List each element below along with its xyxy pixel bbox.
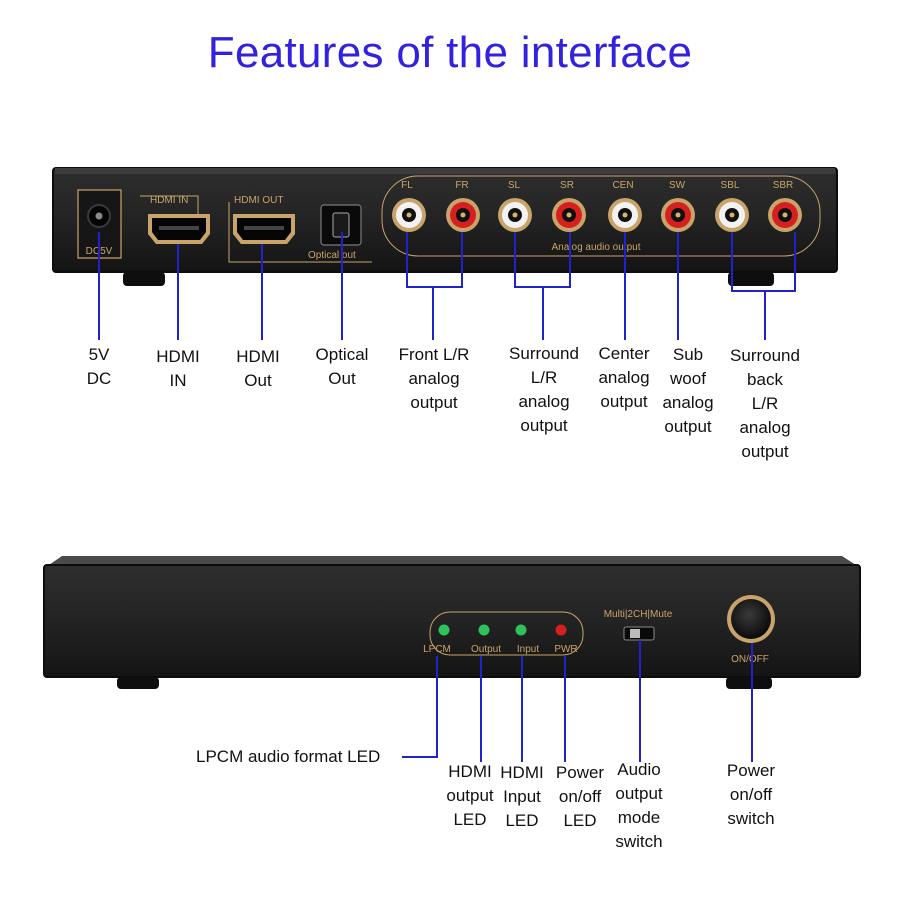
front-panel: LPCM Output Input PWR Multi|2CH|Mute ON/…	[43, 556, 861, 689]
label-front-lr: Front L/R analog output	[398, 345, 470, 412]
label-mode-switch: Audio output mode switch	[615, 760, 663, 851]
analog-audio-group: Analog audio output FL FR SL SR CEN SW S…	[381, 175, 821, 257]
label-optical-out: Optical Out	[315, 345, 369, 388]
led-group: LPCM Output Input PWR	[423, 611, 584, 656]
led-label-output: Output	[471, 644, 501, 655]
front-callout-lines	[402, 640, 753, 762]
label-surround-back: Surround back L/R analog output	[730, 346, 800, 461]
label-center: Center analog output	[598, 344, 650, 411]
hdmi-output-led	[478, 624, 490, 636]
channel-label-sbl: SBL	[721, 180, 740, 191]
channel-label-sw: SW	[669, 180, 686, 191]
analog-audio-label: Analog audio output	[552, 242, 641, 253]
channel-label-sr: SR	[560, 180, 574, 191]
led-label-pwr: PWR	[554, 644, 577, 655]
optical-out-port[interactable]: Optical out	[308, 204, 362, 261]
rca-jack-fl[interactable]	[392, 198, 426, 232]
label-hdmi-out: HDMI Out	[236, 347, 280, 390]
label-lpcm-led: LPCM audio format LED	[196, 747, 381, 766]
rca-jack-cen[interactable]	[608, 198, 642, 232]
hdmi-in-label: HDMI IN	[150, 195, 188, 206]
label-power-led: Power on/off LED	[555, 763, 605, 830]
lpcm-led	[438, 624, 450, 636]
label-hdmi-output-led: HDMI output LED	[446, 762, 494, 829]
rca-jack-sbr[interactable]	[768, 198, 802, 232]
rear-callout-lines	[98, 232, 796, 340]
label-power-switch: Power on/off switch	[726, 761, 776, 828]
label-surround-lr: Surround L/R analog output	[509, 344, 579, 435]
hdmi-out-label: HDMI OUT	[234, 195, 283, 206]
hdmi-in-port[interactable]: HDMI IN	[140, 195, 210, 244]
label-hdmi-in: HDMI IN	[156, 347, 200, 390]
power-button[interactable]: ON/OFF	[727, 595, 775, 665]
channel-label-sl: SL	[508, 180, 521, 191]
optical-out-label: Optical out	[308, 250, 356, 261]
hdmi-input-led	[515, 624, 527, 636]
page-title: Features of the interface	[207, 28, 693, 77]
channel-label-fl: FL	[401, 180, 413, 191]
rca-jack-sbl[interactable]	[715, 198, 749, 232]
rca-jack-sl[interactable]	[498, 198, 532, 232]
rca-jack-fr[interactable]	[446, 198, 480, 232]
rca-jack-sw[interactable]	[661, 198, 695, 232]
channel-label-fr: FR	[455, 180, 468, 191]
rear-panel: DC5V HDMI IN HDMI OUT Optical out A	[52, 167, 838, 286]
label-hdmi-input-led: HDMI Input LED	[500, 763, 544, 830]
led-label-input: Input	[517, 644, 539, 655]
hdmi-out-port[interactable]: HDMI OUT	[228, 195, 372, 263]
label-5v-dc: 5V DC	[86, 345, 112, 388]
label-subwoof: Sub woof analog output	[662, 345, 714, 436]
led-label-lpcm: LPCM	[423, 644, 451, 655]
power-led	[555, 624, 567, 636]
channel-label-sbr: SBR	[773, 180, 794, 191]
mode-switch-label: Multi|2CH|Mute	[604, 609, 673, 620]
rca-jack-sr[interactable]	[552, 198, 586, 232]
channel-label-cen: CEN	[612, 180, 633, 191]
power-button-label: ON/OFF	[731, 654, 769, 665]
